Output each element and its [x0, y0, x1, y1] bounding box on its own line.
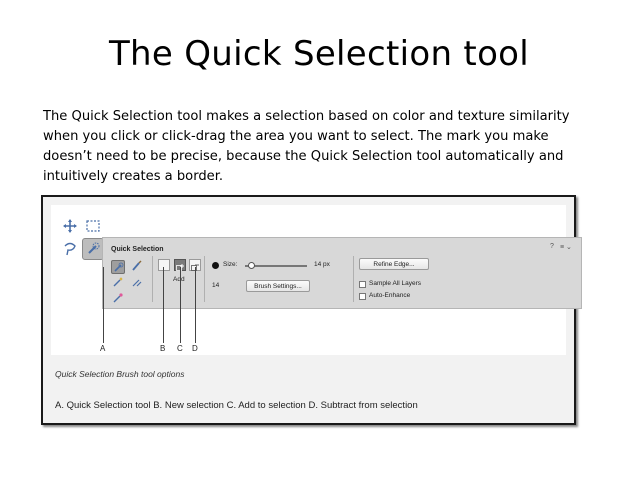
add-mode-label: Add — [173, 276, 185, 283]
magic-wand-mini-tool[interactable] — [111, 276, 125, 290]
options-title: Quick Selection — [111, 246, 164, 253]
quick-selection-icon — [88, 242, 100, 254]
callout-line-a — [103, 267, 104, 343]
brush-preview-icon — [212, 262, 219, 269]
size-slider-track[interactable] — [245, 265, 307, 267]
selection-brush-mini-tool[interactable] — [130, 260, 144, 274]
description-line: doesn’t need to be precise, because the … — [43, 149, 564, 164]
slide-description: The Quick Selection tool makes a selecti… — [43, 107, 603, 187]
callout-label-c: C — [177, 344, 183, 353]
size-label: Size: — [223, 261, 238, 268]
auto-enhance-label: Auto-Enhance — [369, 292, 411, 299]
quick-selection-icon — [114, 262, 124, 272]
callout-label-a: A — [100, 344, 106, 353]
move-icon — [63, 219, 77, 233]
sample-all-layers-checkbox[interactable] — [359, 281, 366, 288]
brush-size-value: 14 — [212, 282, 220, 289]
rect-marquee-icon — [86, 220, 100, 232]
brush-settings-button[interactable]: Brush Settings... — [246, 280, 310, 292]
auto-selection-icon — [113, 293, 123, 303]
brush-icon — [132, 260, 142, 271]
refine-brush-icon — [132, 279, 142, 287]
sample-all-layers-label: Sample All Layers — [369, 280, 422, 287]
description-line: when you click or click-drag the area yo… — [43, 129, 549, 144]
new-selection-button[interactable] — [158, 259, 170, 271]
figure-legend: A. Quick Selection tool B. New selection… — [55, 400, 418, 411]
quick-selection-mini-tool[interactable] — [111, 260, 125, 274]
options-divider — [152, 256, 153, 302]
callout-label-d: D — [192, 344, 198, 353]
description-line: The Quick Selection tool makes a selecti… — [43, 109, 570, 124]
refine-brush-mini-tool[interactable] — [130, 276, 144, 290]
magic-wand-icon — [113, 277, 123, 287]
lasso-icon — [64, 242, 76, 256]
callout-line-c — [180, 267, 181, 343]
slide-title: The Quick Selection tool — [108, 34, 530, 74]
figure-caption: Quick Selection Brush tool options — [55, 369, 185, 379]
move-tool-button[interactable] — [59, 215, 81, 237]
subtract-selection-icon — [191, 264, 199, 271]
options-menu-icon[interactable]: ≡ ⌄ — [560, 244, 572, 251]
description-line: intuitively creates a border. — [43, 169, 224, 184]
refine-edge-button[interactable]: Refine Edge... — [359, 258, 429, 270]
quick-selection-tool-button[interactable] — [82, 238, 104, 260]
callout-line-d — [195, 267, 196, 343]
screenshot-figure: Quick Selection Add Size: — [41, 195, 582, 425]
lasso-tool-button[interactable] — [59, 238, 81, 260]
auto-enhance-checkbox[interactable] — [359, 293, 366, 300]
help-icon[interactable]: ? — [550, 243, 554, 250]
add-selection-icon — [176, 264, 184, 271]
marquee-tool-button[interactable] — [82, 215, 104, 237]
tool-options-bar: Quick Selection Add Size: — [102, 237, 582, 309]
callout-line-b — [163, 267, 164, 343]
auto-selection-mini-tool[interactable] — [111, 292, 125, 306]
add-to-selection-button[interactable] — [174, 259, 186, 271]
options-divider — [353, 256, 354, 302]
callout-label-b: B — [160, 344, 166, 353]
options-divider — [204, 256, 205, 302]
size-slider-handle[interactable] — [248, 262, 255, 269]
size-value: 14 px — [314, 261, 330, 268]
